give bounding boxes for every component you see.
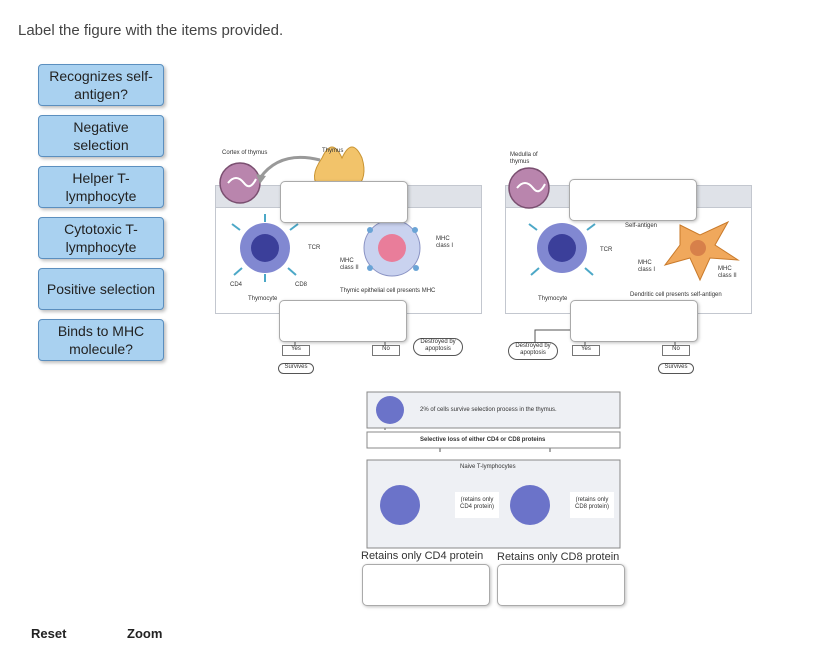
dendritic-label: Dendritic cell presents self-antigen bbox=[630, 292, 722, 298]
yes-box-2: Yes bbox=[572, 345, 600, 356]
drop-target-2[interactable] bbox=[569, 179, 697, 221]
drop-target-1[interactable] bbox=[280, 181, 408, 223]
tcr-label: TCR bbox=[308, 245, 321, 251]
step3-label: Selective loss of either CD4 or CD8 prot… bbox=[420, 437, 546, 443]
medulla-icon bbox=[508, 167, 550, 209]
self-antigen-label: Self-antigen bbox=[625, 223, 658, 229]
mhc-class-i-label: MHC class I bbox=[436, 236, 454, 249]
cortex-label: Cortex of thymus bbox=[222, 150, 268, 156]
tile-positive-selection[interactable]: Positive selection bbox=[38, 268, 164, 310]
cd4-label: CD4 bbox=[230, 282, 243, 288]
retains-cd8-small: (retains only CD8 protein) bbox=[574, 497, 609, 510]
destroyed-pill-2: Destroyed by apoptosis bbox=[508, 342, 558, 360]
thymic-epithelial-label: Thymic epithelial cell presents MHC bbox=[340, 288, 436, 294]
thymocyte-label-2: Thymocyte bbox=[538, 296, 568, 302]
reset-button[interactable]: Reset bbox=[31, 626, 67, 641]
drop-target-5[interactable] bbox=[362, 564, 490, 606]
drop-target-4[interactable] bbox=[570, 300, 698, 342]
caption-cd4: Retains only CD4 protein bbox=[361, 550, 484, 562]
destroyed-pill: Destroyed by apoptosis bbox=[413, 338, 463, 356]
tile-helper-t-lymphocyte[interactable]: Helper T-lymphocyte bbox=[38, 166, 164, 208]
survives-pill: Survives bbox=[278, 363, 314, 374]
tile-cytotoxic-t-lymphocyte[interactable]: Cytotoxic T-lymphocyte bbox=[38, 217, 164, 259]
drop-target-3[interactable] bbox=[279, 300, 407, 342]
thymocyte-label: Thymocyte bbox=[248, 296, 278, 302]
instruction-text: Label the figure with the items provided… bbox=[18, 22, 284, 39]
mhc-class-i-label-2: MHC class I bbox=[638, 260, 656, 273]
tcr-label-2: TCR bbox=[600, 247, 613, 253]
tile-negative-selection[interactable]: Negative selection bbox=[38, 115, 164, 157]
retains-cd4-small: (retains only CD4 protein) bbox=[459, 497, 494, 510]
no-box-2: No bbox=[662, 345, 690, 356]
thymus-label: Thymus bbox=[322, 148, 344, 154]
tile-binds-to-mhc[interactable]: Binds to MHC molecule? bbox=[38, 319, 164, 361]
survives-pill-2: Survives bbox=[658, 363, 694, 374]
tile-recognizes-self-antigen[interactable]: Recognizes self-antigen? bbox=[38, 64, 164, 106]
naive-label: Naive T-lymphocytes bbox=[460, 464, 516, 470]
mhc-class-ii-label: MHC class II bbox=[340, 258, 359, 271]
mhc-class-ii-label-2: MHC class II bbox=[718, 266, 737, 279]
no-box: No bbox=[372, 345, 400, 356]
medulla-label: Medulla of thymus bbox=[510, 152, 538, 165]
percent-text: 2% of cells survive selection process in… bbox=[420, 407, 557, 413]
drop-target-6[interactable] bbox=[497, 564, 625, 606]
cd8-label: CD8 bbox=[295, 282, 308, 288]
yes-box: Yes bbox=[282, 345, 310, 356]
caption-cd8: Retains only CD8 protein bbox=[497, 551, 620, 563]
zoom-button[interactable]: Zoom bbox=[127, 626, 163, 641]
